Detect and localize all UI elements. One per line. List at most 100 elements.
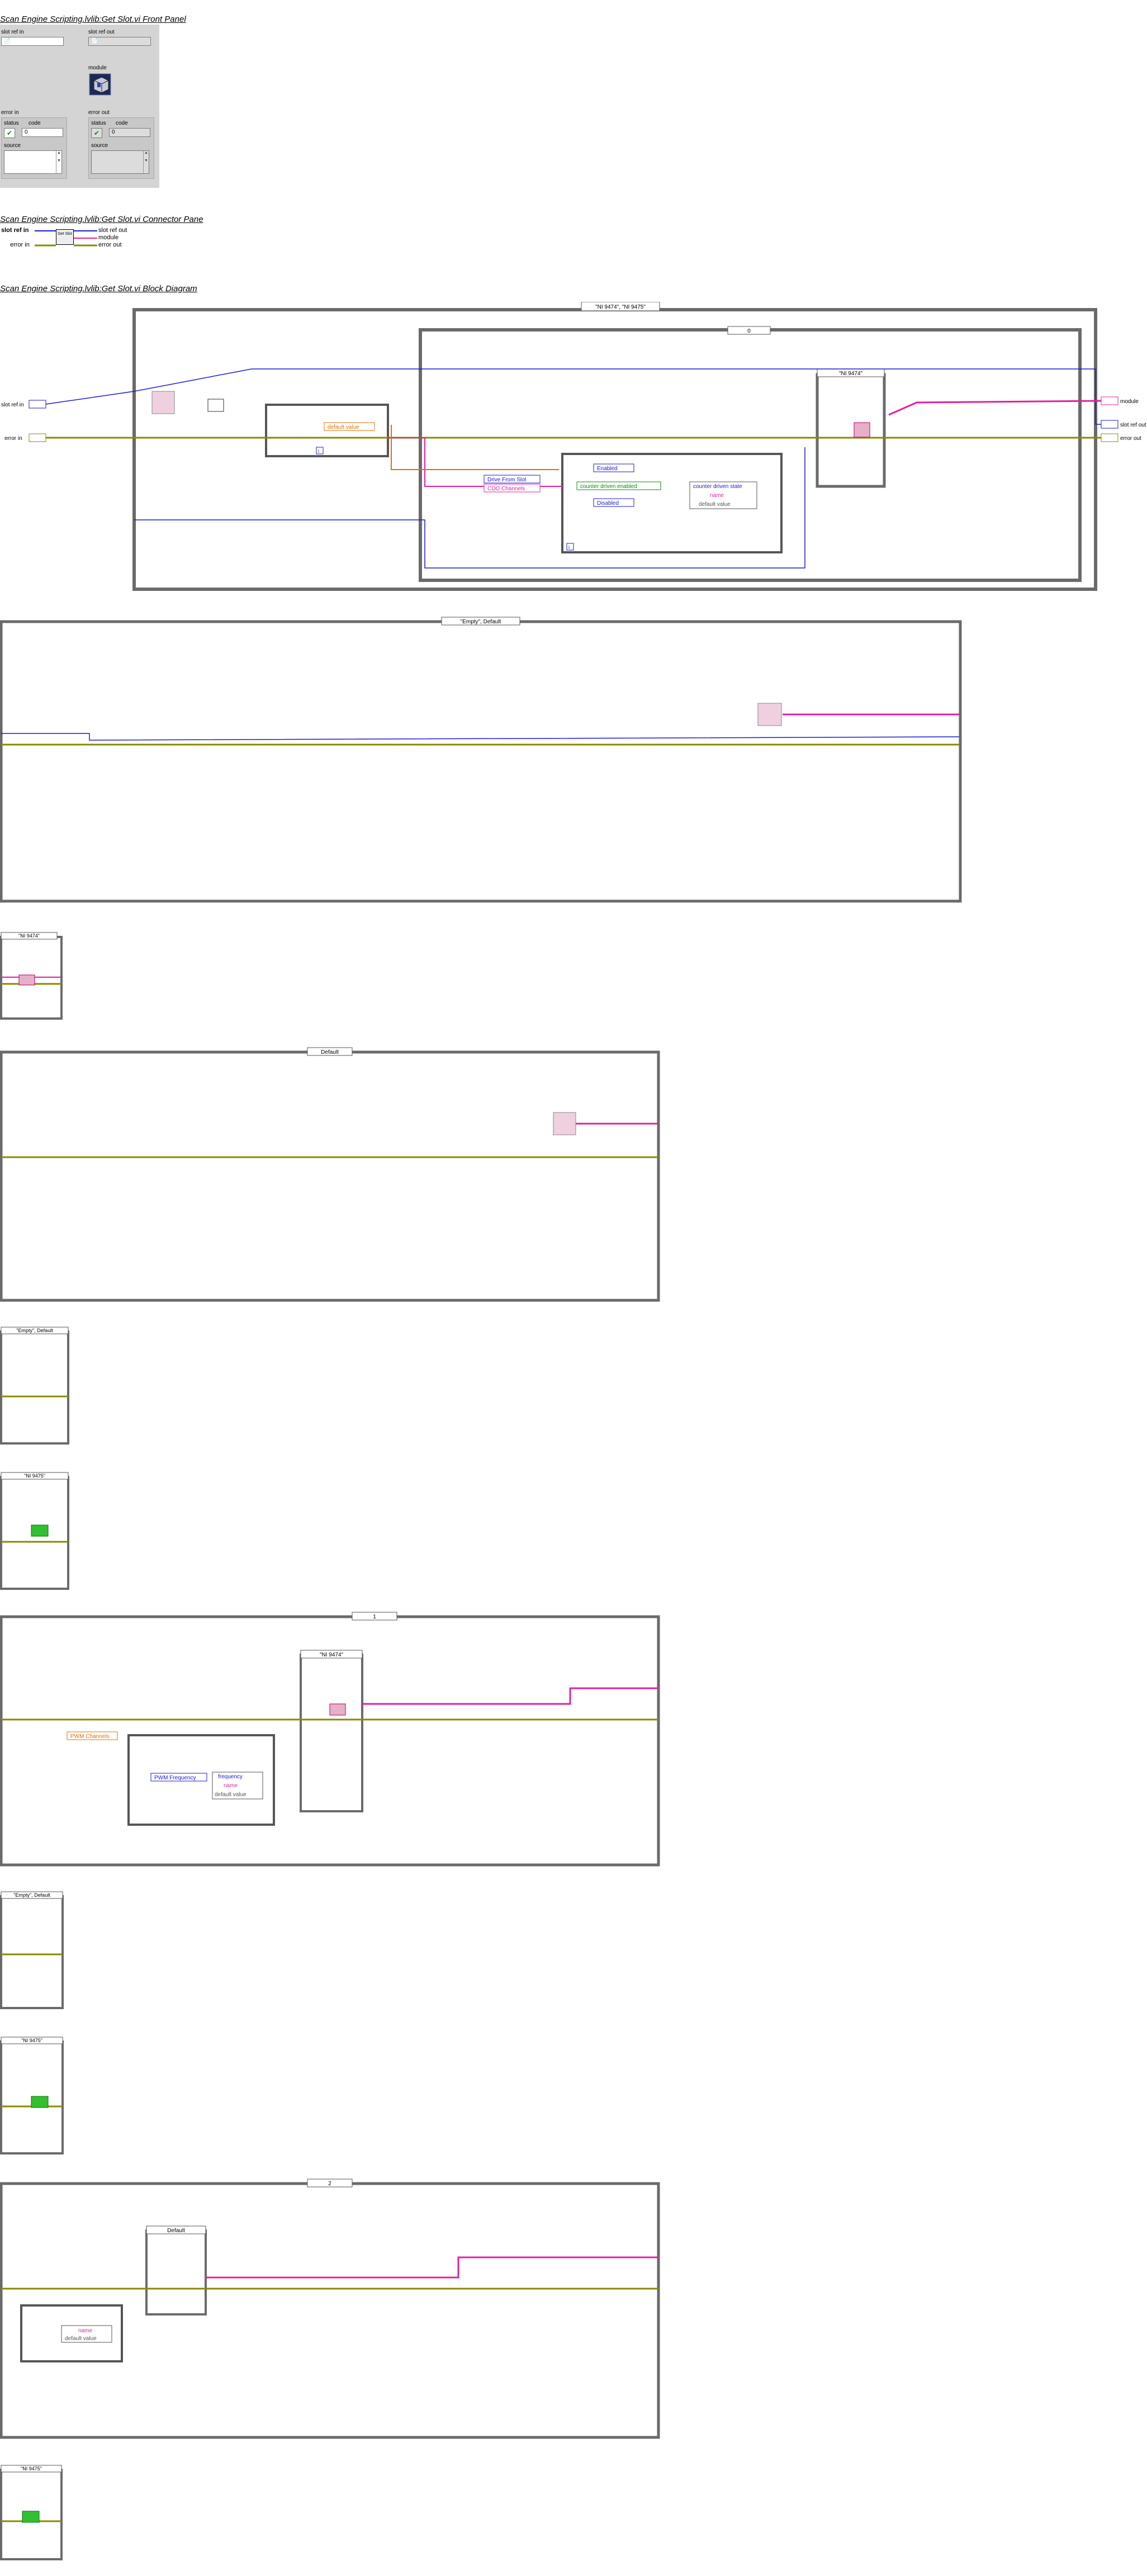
disabled-constant — [593, 498, 634, 507]
connector-pane-title: Scan Engine Scripting.lvlib:Get Slot.vi … — [0, 215, 203, 224]
error-out-source-field: ▲▼ — [91, 150, 149, 174]
case4-label: Default — [321, 1049, 339, 1055]
case9-label: "NI 9475" — [21, 2038, 42, 2043]
case-default-diagram: Default — [0, 1047, 660, 1302]
case8-diagram: "Empty", Default — [0, 1891, 64, 2009]
case10-nested-selector[interactable] — [146, 2225, 206, 2234]
module-label: module — [88, 65, 107, 71]
connector-pane-icon: Get Slot — [56, 229, 74, 245]
main-block-diagram: "NI 9474", "NI 9475" 0 "NI 9474" slot re… — [1, 302, 1146, 591]
case8-selector[interactable] — [1, 1891, 63, 1899]
case11-property-node — [22, 2511, 40, 2523]
case4-class-constant — [553, 1112, 576, 1135]
cp-error-in-label: error in — [10, 242, 30, 248]
slot-ref-out-indicator: 📄 — [88, 37, 151, 46]
outer-case-selector[interactable] — [581, 302, 660, 311]
right-nested-case-label: "NI 9474" — [839, 371, 863, 377]
slot-ref-in-terminal-label: slot ref in — [1, 402, 24, 408]
error-in-source-scrollbar[interactable]: ▲▼ — [56, 151, 61, 173]
variant-wire — [391, 425, 559, 470]
case10-selector[interactable] — [307, 2179, 353, 2187]
case-ni9474-small-diagram: "NI 9474" — [0, 932, 63, 1020]
inner-case-label: 0 — [747, 328, 751, 334]
error-out-status-indicator: ✔ — [91, 128, 102, 138]
case7-for-loop — [127, 1734, 275, 1826]
loop1-iteration-text: i — [318, 448, 319, 454]
case7-label: 1 — [373, 1614, 376, 1620]
slot-ref-in-control[interactable]: 📄 — [1, 37, 64, 46]
cp-slot-ref-out-label: slot ref out — [98, 227, 127, 234]
connector-pane-wires — [35, 230, 97, 247]
case7-nested-selector[interactable] — [300, 1650, 363, 1659]
error-out-terminal[interactable] — [1101, 433, 1118, 442]
case10-nested-label: Default — [167, 2228, 185, 2234]
inner-case-selector[interactable] — [727, 326, 771, 335]
outer-case-label: "NI 9474", "NI 9475" — [595, 304, 646, 310]
case10-name-text: name — [78, 2328, 92, 2334]
case5-selector[interactable] — [1, 1327, 69, 1334]
for-loop-1 — [265, 404, 389, 457]
case3-label: "NI 9474" — [18, 933, 40, 939]
loop-iteration-text: i — [568, 544, 570, 550]
pwm-channels-text: PWM Channels — [70, 1734, 109, 1740]
case8-label: "Empty", Default — [13, 1892, 50, 1898]
error-out-cluster: status ✔ code 0 source ▲▼ — [88, 117, 154, 179]
case7-nested-case — [300, 1654, 363, 1812]
slot-ref-in-label: slot ref in — [1, 29, 24, 35]
counter-driven-state-text: counter driven state — [693, 484, 742, 490]
case11-selector[interactable] — [1, 2465, 62, 2473]
case10-default-value-text: default value — [65, 2336, 97, 2342]
slot-ref-out-label: slot ref out — [88, 29, 115, 35]
error-out-code-field: 0 — [109, 128, 150, 137]
case4-selector[interactable] — [307, 1047, 353, 1056]
case7-bundle-node — [212, 1772, 263, 1800]
loop1-iteration-terminal — [316, 447, 324, 454]
case5-diagram: "Empty", Default — [0, 1327, 69, 1445]
drive-from-slot-constant — [484, 475, 541, 484]
cp-slot-ref-in-label: slot ref in — [1, 227, 29, 234]
case7-structure — [0, 1615, 660, 1867]
case9-property-node — [31, 2096, 49, 2108]
slot-ref-in-terminal[interactable] — [29, 400, 46, 409]
error-in-code-field[interactable]: 0 — [22, 128, 63, 137]
error-in-status-checkbox[interactable]: ✔ — [4, 128, 15, 138]
case7-selector[interactable] — [352, 1612, 397, 1621]
error-in-status-label: status — [4, 120, 19, 126]
bundle-default-value-text: default value — [699, 501, 731, 508]
case7-module-wire — [362, 1687, 658, 1705]
error-out-terminal-label: error out — [1120, 435, 1141, 442]
class-constant — [151, 391, 175, 414]
error-in-terminal[interactable] — [29, 433, 46, 442]
cdo-channels-text: CDO Channels — [487, 486, 525, 492]
error-out-code-label: code — [116, 120, 128, 126]
case6-diagram: "NI 9475" — [0, 1472, 69, 1590]
counter-driven-enabled-text: counter driven enabled — [580, 484, 637, 490]
module-wire — [888, 400, 1102, 416]
case-empty-default-selector[interactable] — [441, 617, 520, 626]
error-out-source-scrollbar[interactable]: ▲▼ — [143, 151, 149, 173]
module-terminal[interactable] — [1101, 396, 1118, 405]
case7-default-value-text: default value — [215, 1792, 247, 1798]
case11-label: "NI 9475" — [21, 2466, 42, 2471]
slot-ref-out-terminal[interactable] — [1101, 420, 1118, 429]
case6-selector[interactable] — [1, 1472, 69, 1480]
slot-ref-out-terminal-label: slot ref out — [1120, 422, 1146, 428]
for-loop-2 — [561, 453, 783, 553]
case9-selector[interactable] — [1, 2037, 63, 2044]
error-in-source-field[interactable]: ▲▼ — [4, 150, 62, 174]
cp-module-label: module — [98, 234, 119, 241]
case10-diagram: 2 Default name default value — [0, 2179, 660, 2439]
case3-property-node — [18, 974, 35, 986]
name-text: name — [710, 493, 724, 499]
case10-bundle-node — [61, 2325, 112, 2343]
error-out-label: error out — [88, 110, 110, 116]
case3-selector[interactable] — [1, 932, 58, 940]
default-value-text: default value — [328, 424, 359, 430]
refnum-wire — [45, 368, 1101, 425]
case7-nested-label: "NI 9474" — [320, 1652, 344, 1658]
case7-diagram: 1 "NI 9474" PWM Channels PWM Frequency f… — [0, 1612, 660, 1867]
outer-case-structure — [132, 308, 1097, 591]
pwm-frequency-constant — [150, 1773, 207, 1782]
disabled-text: Disabled — [597, 500, 619, 506]
loop-iteration-terminal — [566, 543, 574, 551]
